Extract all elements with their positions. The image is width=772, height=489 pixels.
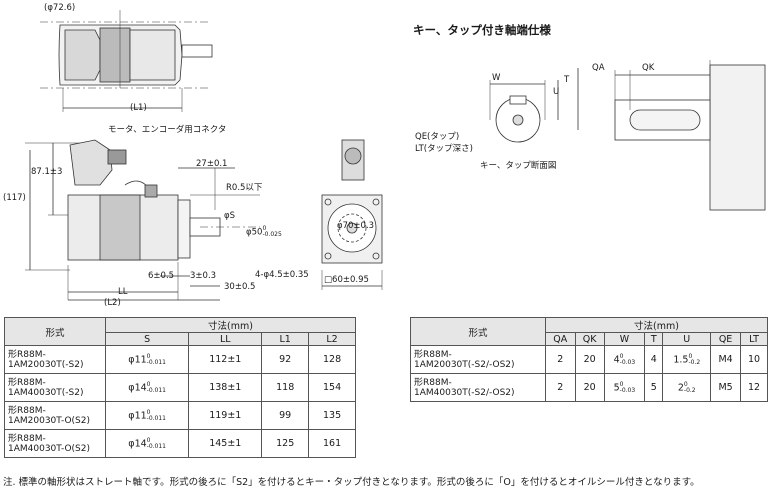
table-head-dims: 寸法(mm) xyxy=(105,317,356,333)
ll-cell: 138±1 xyxy=(188,373,263,402)
label-w: W xyxy=(492,73,501,83)
l1-cell: 118 xyxy=(261,373,310,402)
col-head: U xyxy=(662,332,712,346)
lt-cell: 10 xyxy=(740,345,768,374)
label-87: 87.1±3 xyxy=(31,167,63,177)
lt-cell: 12 xyxy=(740,373,768,402)
table-head-model: 形式 xyxy=(410,317,546,346)
model-cell: 形R88M-1AM20030T(-S2) xyxy=(4,345,106,374)
t-cell: 4 xyxy=(644,345,664,374)
label-section: キー、タップ断面図 xyxy=(480,161,557,171)
l2-cell: 135 xyxy=(308,401,356,430)
col-head: LL xyxy=(188,332,263,346)
l1-cell: 92 xyxy=(261,345,310,374)
model-cell: 形R88M-1AM40030T(-S2) xyxy=(4,373,106,402)
col-head: L1 xyxy=(261,332,310,346)
label-r05: R0.5以下 xyxy=(226,183,263,193)
model-cell: 形R88M-1AM40030T(-S2/-OS2) xyxy=(410,373,546,402)
label-117: (117) xyxy=(3,193,26,203)
ll-cell: 112±1 xyxy=(188,345,263,374)
col-head: S xyxy=(104,332,190,346)
label-qa: QA xyxy=(592,63,605,73)
table-head-dims: 寸法(mm) xyxy=(545,317,768,333)
label-phi-70: φ70±0.3 xyxy=(337,221,375,231)
table-head-model: 形式 xyxy=(4,317,106,346)
label-phi-s: φS xyxy=(224,211,236,221)
qk-cell: 20 xyxy=(574,345,605,374)
l1-cell: 125 xyxy=(261,429,310,458)
dimension-table-motor: 形式 寸法(mm) S LL L1 L2 形R88M-1AM20030T(-S2… xyxy=(4,317,356,458)
label-t: T xyxy=(564,75,570,85)
col-head: QK xyxy=(574,332,605,346)
qe-cell: M4 xyxy=(710,345,742,374)
model-cell: 形R88M-1AM20030T-O(S2) xyxy=(4,401,106,430)
ll-cell: 119±1 xyxy=(188,401,263,430)
label-holes: 4-φ4.5±0.35 xyxy=(255,270,309,280)
l2-cell: 161 xyxy=(308,429,356,458)
t-cell: 5 xyxy=(644,373,664,402)
label-phi-72-6: (φ72.6) xyxy=(44,3,76,13)
label-qe: QE(タップ) xyxy=(415,132,460,142)
col-head: L2 xyxy=(308,332,356,346)
model-cell: 形R88M-1AM20030T(-S2/-OS2) xyxy=(410,345,546,374)
label-u: U xyxy=(553,87,560,97)
qa-cell: 2 xyxy=(545,345,576,374)
l1-cell: 99 xyxy=(261,401,310,430)
qk-cell: 20 xyxy=(574,373,605,402)
col-head: T xyxy=(644,332,664,346)
label-square-60: □60±0.95 xyxy=(324,275,369,285)
col-head: QE xyxy=(710,332,742,346)
label-3: 3±0.3 xyxy=(190,271,217,281)
label-27: 27±0.1 xyxy=(196,159,228,169)
l2-cell: 154 xyxy=(308,373,356,402)
col-head: QA xyxy=(545,332,576,346)
key-spec-title: キー、タップ付き軸端仕様 xyxy=(413,23,551,37)
footnote: 注. 標準の軸形状はストレート軸です。形式の後ろに「S2」を付けるとキー・タップ… xyxy=(3,477,700,488)
ll-cell: 145±1 xyxy=(188,429,263,458)
label-ll: LL xyxy=(118,287,128,297)
l2-cell: 128 xyxy=(308,345,356,374)
label-30: 30±0.5 xyxy=(224,282,256,292)
qa-cell: 2 xyxy=(545,373,576,402)
col-head: W xyxy=(603,332,646,346)
label-lt: LT(タップ深さ) xyxy=(415,144,473,154)
label-qk: QK xyxy=(642,63,655,73)
label-connector: モータ、エンコーダ用コネクタ xyxy=(108,125,227,135)
col-head: LT xyxy=(740,332,768,346)
model-cell: 形R88M-1AM40030T-O(S2) xyxy=(4,429,106,458)
dimension-table-key: 形式 寸法(mm) QA QK W T U QE LT 形R88M-1AM200… xyxy=(410,317,768,402)
label-l2: (L2) xyxy=(104,298,121,308)
label-6: 6±0.5 xyxy=(148,271,175,281)
label-l1: (L1) xyxy=(130,103,147,113)
qe-cell: M5 xyxy=(710,373,742,402)
